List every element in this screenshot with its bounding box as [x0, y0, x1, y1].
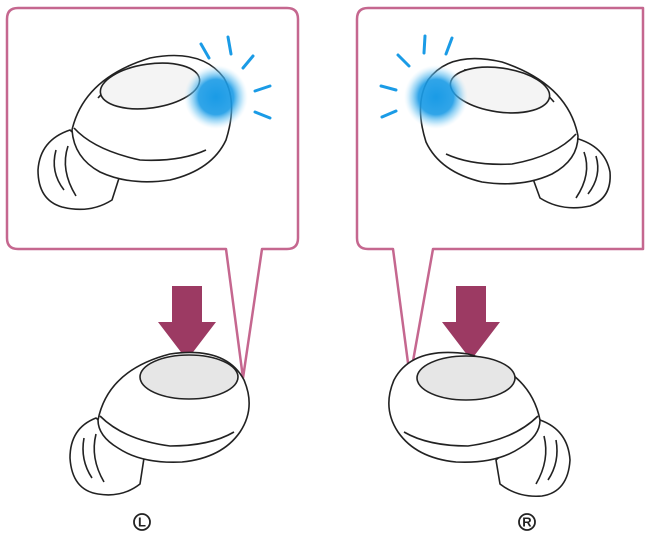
right-touch-pad [417, 356, 515, 400]
left-touch-pad [140, 355, 238, 399]
right-earbud-icon [389, 352, 570, 496]
right-earbud-group: R [357, 8, 643, 530]
left-marker-icon: L [134, 514, 150, 530]
right-side-label: R [522, 515, 532, 530]
right-press-arrow-icon [442, 286, 500, 360]
left-press-arrow-icon [158, 286, 216, 360]
right-indicator-light-icon [404, 65, 468, 129]
left-side-label: L [138, 515, 146, 530]
left-earbud-group: L [7, 8, 298, 530]
right-marker-icon: R [519, 514, 535, 530]
left-indicator-light-icon [184, 65, 248, 129]
left-earbud-icon [70, 352, 249, 494]
